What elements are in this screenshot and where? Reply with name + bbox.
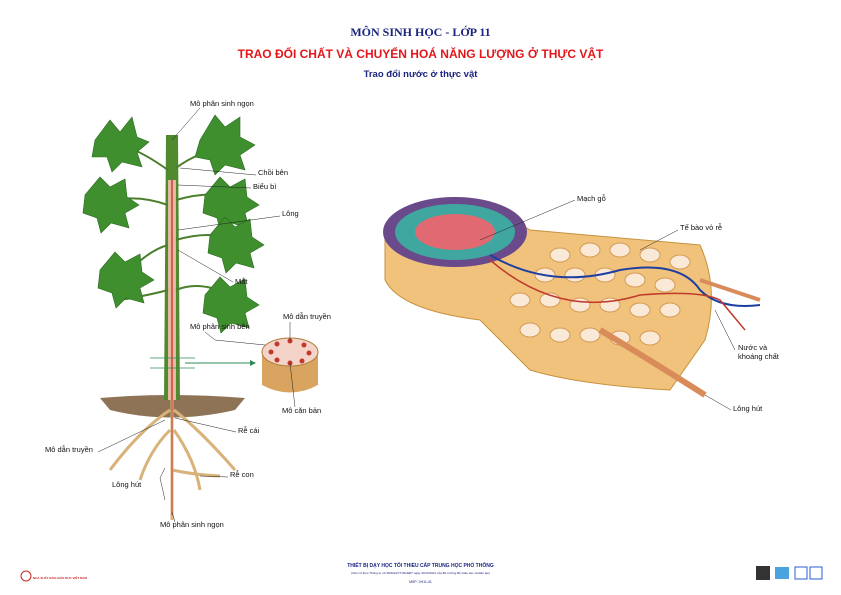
label-epidermis: Biểu bì: [253, 182, 277, 191]
publisher-name: NHÀ XUẤT BẢN GIÁO DỤC VIỆT NAM: [33, 576, 87, 580]
leader-lines: [97, 107, 736, 523]
label-lateral-bud: Chồi bên: [258, 168, 289, 177]
root-cross-section: [383, 197, 761, 398]
label-vascular-tissue-root: Mô dẫn truyền: [45, 445, 93, 454]
poster-subtitle: Trao đổi nước ở thực vật: [363, 69, 478, 80]
footer-product-code: MSP: 2H11-01: [409, 580, 432, 584]
subject-heading: MÔN SINH HỌC - LỚP 11: [350, 25, 491, 39]
certification-logos: [756, 566, 823, 580]
publisher-logo: [20, 570, 32, 582]
label-lateral-root: Rễ con: [230, 470, 254, 479]
label-apical-meristem-top: Mô phân sinh ngọn: [190, 99, 254, 108]
label-vascular-tissue-section: Mô dẫn truyền: [283, 312, 331, 321]
label-water-minerals-2: khoáng chất: [738, 352, 779, 361]
label-root-hair-plant: Lông hút: [112, 480, 142, 489]
label-taproot: Rễ cái: [238, 426, 260, 435]
label-water-minerals-1: Nước và: [738, 343, 768, 352]
label-cortex-cells: Tế bào vỏ rễ: [680, 223, 723, 232]
label-ground-tissue: Mô căn bản: [282, 406, 322, 415]
footer-equipment-title: THIẾT BỊ DẠY HỌC TỐI THIỂU CẤP TRUNG HỌC…: [347, 563, 494, 569]
stem-cross-section: [261, 337, 319, 393]
label-node: Mắt: [235, 277, 248, 286]
label-hair: Lông: [282, 209, 299, 218]
label-xylem: Mạch gỗ: [577, 194, 606, 203]
footer-legal-basis: (Căn cứ theo Thông tư số 39/2021/TT-BGDĐ…: [351, 571, 490, 575]
plant-illustration: [82, 114, 265, 520]
poster-title: TRAO ĐỔI CHẤT VÀ CHUYỂN HOÁ NĂNG LƯỢNG Ở…: [237, 47, 604, 61]
label-lateral-meristem: Mô phân sinh bên: [190, 322, 250, 331]
label-root-hair-section: Lông hút: [733, 404, 763, 413]
label-apical-meristem-root: Mô phân sinh ngọn: [160, 520, 224, 529]
